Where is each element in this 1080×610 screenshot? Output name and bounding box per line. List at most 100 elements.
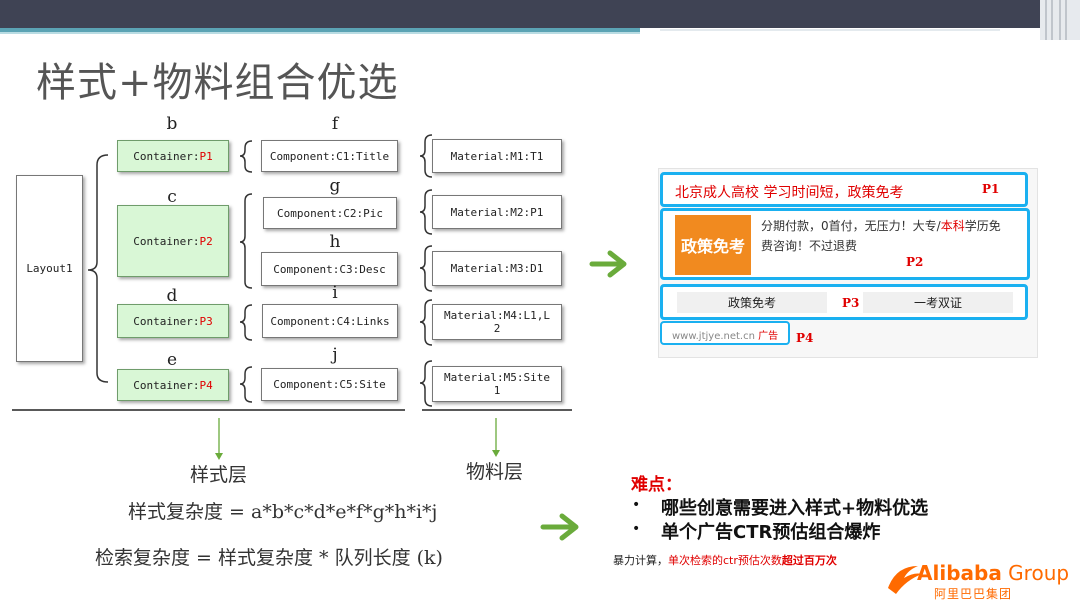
header-bar <box>0 0 1080 28</box>
note-red-bold: 超过百万次 <box>782 554 837 567</box>
layout-label: Layout1 <box>26 262 72 275</box>
material-label-continued: 2 <box>494 322 501 335</box>
note-prefix: 暴力计算， <box>613 554 668 567</box>
ad-desc-highlight: 本科 <box>941 219 965 233</box>
container-label: Container: <box>133 379 199 392</box>
container-label: Container: <box>133 150 199 163</box>
component-letter: h <box>325 232 345 252</box>
brace-p2-components <box>240 194 252 288</box>
container-id: P3 <box>199 315 212 328</box>
container-letter: b <box>162 114 182 134</box>
component-label: Component:C3:Desc <box>273 263 386 276</box>
ad-image-text: 政策免考 <box>681 233 745 257</box>
container-label: Container: <box>133 235 199 248</box>
container-box-p3: Container:P3 <box>117 304 229 338</box>
container-id: P1 <box>199 150 212 163</box>
difficulties-title: 难点： <box>631 470 682 495</box>
brace-layout-containers <box>88 155 108 382</box>
material-label: Material:M3:D1 <box>451 262 544 275</box>
p4-label: P4 <box>796 331 813 345</box>
component-label: Component:C5:Site <box>273 378 386 391</box>
material-label: Material:M5:Site <box>444 371 550 384</box>
alibaba-logo-subtitle: 阿里巴巴集团 <box>934 585 1012 602</box>
to-ad-preview-arrow <box>592 253 624 275</box>
header-stripe-light <box>0 32 640 34</box>
component-box-c4: Component:C4:Links <box>262 304 398 338</box>
container-letter: d <box>162 286 182 306</box>
brute-force-note: 暴力计算，单次检索的ctr预估次数超过百万次 <box>613 552 837 568</box>
ad-slot-p1: 北京成人高校 学习时间短，政策免考 <box>660 172 1028 207</box>
ad-desc-tail: 学历免 <box>965 219 1001 233</box>
logo-brand: Alibaba <box>917 561 1002 585</box>
slide-title: 样式+物料组合优选 <box>36 50 399 108</box>
container-letter: e <box>162 350 182 370</box>
ad-link-1-label: 政策免考 <box>728 294 776 311</box>
component-letter: f <box>325 114 345 134</box>
style-complexity-formula: 样式复杂度 = a*b*c*d*e*f*g*h*i*j <box>128 497 437 524</box>
ad-image: 政策免考 <box>675 215 751 275</box>
component-letter: j <box>325 345 345 365</box>
brace-c4-material <box>420 300 432 345</box>
brace-p1-component <box>240 141 252 172</box>
component-box-c5: Component:C5:Site <box>261 368 398 401</box>
p2-label: P2 <box>906 255 923 269</box>
ad-title-text: 北京成人高校 学习时间短，政策免考 <box>675 185 903 201</box>
component-box-c3: Component:C3:Desc <box>261 252 398 286</box>
component-label: Component:C2:Pic <box>277 207 383 220</box>
component-label: Component:C4:Links <box>270 315 389 328</box>
brace-c1-material <box>420 135 432 177</box>
brace-p3-component <box>240 305 252 340</box>
ad-tag: 广告 <box>758 331 778 342</box>
layout-box: Layout1 <box>16 175 83 362</box>
container-id: P4 <box>199 379 212 392</box>
to-difficulties-arrow <box>543 516 576 538</box>
material-box-m4: Material:M4:L1,L 2 <box>432 304 562 340</box>
component-label: Component:C1:Title <box>270 150 389 163</box>
ad-slot-p4: www.jtjye.net.cn 广告 <box>660 321 790 345</box>
component-letter: g <box>325 176 345 196</box>
ad-desc-text: 分期付款，0首付，无压力！大专/ <box>761 219 941 233</box>
bullet-icon: • <box>632 521 640 537</box>
alibaba-logo-text: Alibaba Group <box>917 561 1069 585</box>
style-layer-label: 样式层 <box>190 460 247 487</box>
material-label: Material:M1:T1 <box>451 150 544 163</box>
ad-title: 北京成人高校 学习时间短，政策免考 <box>675 182 903 202</box>
ad-desc-line1: 分期付款，0首付，无压力！大专/本科学历免 <box>761 217 1001 234</box>
brace-c5-material <box>420 361 432 406</box>
header-stripe <box>0 28 640 32</box>
search-complexity-formula: 检索复杂度 = 样式复杂度 * 队列长度 (k) <box>95 543 443 570</box>
material-label: Material:M4:L1,L <box>444 309 550 322</box>
ad-link-2[interactable]: 一考双证 <box>863 292 1013 313</box>
material-label-continued: 1 <box>494 384 501 397</box>
ad-link-2-label: 一考双证 <box>914 294 962 311</box>
brace-c2-material <box>420 190 432 234</box>
material-box-m5: Material:M5:Site 1 <box>432 366 562 402</box>
material-box-m3: Material:M3:D1 <box>432 251 562 286</box>
brace-c3-material <box>420 246 432 291</box>
p3-label: P3 <box>842 296 859 310</box>
material-layer-arrowhead <box>492 450 500 457</box>
material-label: Material:M2:P1 <box>451 206 544 219</box>
ad-link-1[interactable]: 政策免考 <box>677 292 827 313</box>
ad-site-url[interactable]: www.jtjye.net.cn 广告 <box>672 327 778 342</box>
component-letter: i <box>325 283 345 303</box>
material-layer-label: 物料层 <box>466 457 523 484</box>
container-box-p4: Container:P4 <box>117 369 229 401</box>
component-box-c2: Component:C2:Pic <box>263 197 397 229</box>
ad-site-url-text: www.jtjye.net.cn <box>672 331 755 342</box>
material-box-m1: Material:M1:T1 <box>432 139 562 173</box>
style-layer-arrowhead <box>215 453 223 460</box>
component-box-c1: Component:C1:Title <box>261 140 398 172</box>
difficulty-item: 哪些创意需要进入样式+物料优选 <box>661 494 928 520</box>
container-letter: c <box>162 187 182 207</box>
material-box-m2: Material:M2:P1 <box>432 195 562 229</box>
brace-p4-component <box>240 367 252 402</box>
container-label: Container: <box>133 315 199 328</box>
ad-desc-line2: 费咨询！不过退费 <box>761 237 857 254</box>
logo-group: Group <box>1002 561 1069 585</box>
bullet-icon: • <box>632 497 640 513</box>
container-box-p1: Container:P1 <box>117 140 229 172</box>
ad-slot-p2: 政策免考 分期付款，0首付，无压力！大专/本科学历免 费咨询！不过退费 <box>660 208 1030 280</box>
container-id: P2 <box>199 235 212 248</box>
difficulty-item: 单个广告CTR预估组合爆炸 <box>661 518 880 544</box>
